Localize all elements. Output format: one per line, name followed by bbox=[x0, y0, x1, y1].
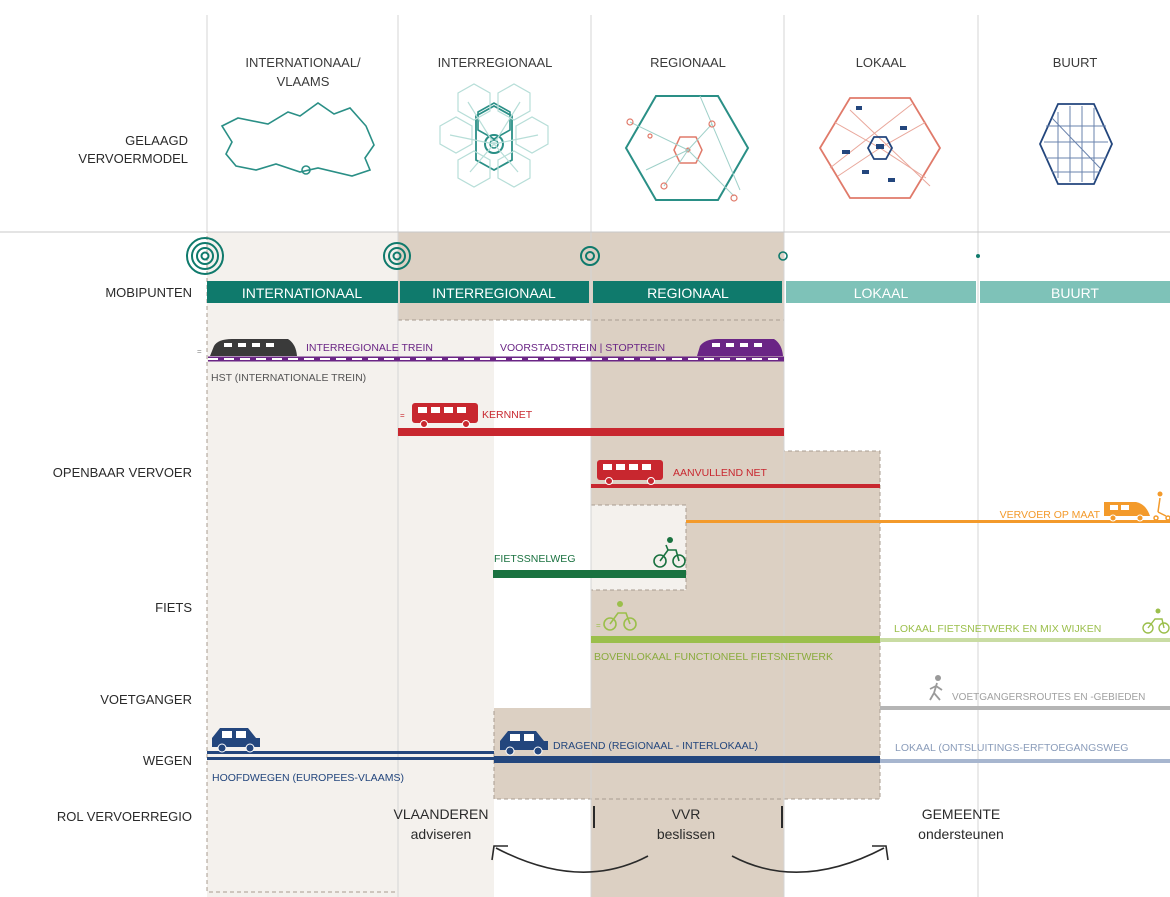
pedestrian-icon bbox=[929, 675, 943, 701]
label-local-bike: LOKAAL FIETSNETWERK EN MIX WIJKEN bbox=[894, 623, 1101, 635]
core-net-bus-icon: = bbox=[400, 403, 478, 428]
zone-international-bg bbox=[207, 232, 398, 897]
row-label-model-1: GELAAGD bbox=[125, 133, 188, 148]
minibus-icon bbox=[1104, 502, 1150, 522]
bike-highway-bike-icon bbox=[653, 537, 686, 568]
role-row: VLAANDEREN adviseren VVR beslissen GEMEE… bbox=[394, 806, 1004, 873]
core-net-line: = KERNNET bbox=[398, 403, 784, 436]
road-lines: HOOFDWEGEN (EUROPEES-VLAAMS) DRAGEND (RE… bbox=[207, 728, 1170, 784]
carrying-road-car-icon bbox=[500, 731, 548, 756]
mobipoint-regional-icon bbox=[580, 246, 600, 266]
arrow-right-icon bbox=[731, 847, 885, 873]
train-lines: = INTERREGIONALE TREIN VOORSTADSTREIN | … bbox=[197, 339, 784, 384]
mobipoint-interregional-icon bbox=[383, 242, 411, 270]
grid-lines bbox=[0, 15, 1170, 897]
row-label-role: ROL VERVOERREGIO bbox=[57, 809, 192, 824]
header-neighbourhood: BUURT bbox=[1053, 55, 1098, 70]
mobipoint-neighbourhood-icon bbox=[976, 254, 980, 258]
mobipoint-international-icon bbox=[186, 237, 224, 275]
bike-highway-line: FIETSSNELWEG bbox=[493, 537, 686, 578]
zone-regional-bg bbox=[591, 320, 784, 897]
supralocal-bike-icon: = bbox=[596, 601, 637, 631]
svg-text:=: = bbox=[197, 347, 202, 356]
bar-label-interregional: INTERREGIONAAL bbox=[432, 285, 556, 301]
role-arrows bbox=[491, 845, 889, 873]
row-label-bike: FIETS bbox=[155, 600, 192, 615]
header-international: INTERNATIONAAL/ bbox=[245, 55, 361, 70]
label-additional-net: AANVULLEND NET bbox=[673, 467, 768, 479]
label-bike-highway: FIETSSNELWEG bbox=[494, 553, 575, 565]
local-hexagon-icon bbox=[818, 97, 942, 199]
column-headers: INTERNATIONAAL/ VLAAMS INTERREGIONAAL RE… bbox=[245, 55, 1097, 89]
pedestrian-line: VOETGANGERSROUTES EN -GEBIEDEN bbox=[880, 675, 1170, 710]
label-custom-transport: VERVOER OP MAAT bbox=[1000, 509, 1101, 521]
custom-transport-line: VERVOER OP MAAT bbox=[686, 491, 1170, 523]
suburban-train-icon bbox=[697, 339, 783, 356]
supralocal-bike-line: BOVENLOKAAL FUNCTIONEEL FIETSNETWERK LOK… bbox=[591, 601, 1170, 663]
header-local: LOKAAL bbox=[856, 55, 907, 70]
mobipoint-local-icon bbox=[778, 251, 788, 261]
label-carrying-roads: DRAGEND (REGIONAAL - INTERLOKAAL) bbox=[553, 740, 758, 752]
arrow-left-icon bbox=[495, 847, 649, 873]
role-municipality: GEMEENTE bbox=[922, 806, 1001, 822]
bar-label-regional: REGIONAAL bbox=[647, 285, 729, 301]
role-vvr: VVR bbox=[672, 806, 701, 822]
mobipunten-bar: INTERNATIONAAL INTERREGIONAAL REGIONAAL … bbox=[207, 281, 1170, 303]
role-flanders: VLAANDEREN bbox=[394, 806, 489, 822]
row-label-public-transport: OPENBAAR VERVOER bbox=[53, 465, 192, 480]
label-hst: HST (INTERNATIONALE TREIN) bbox=[211, 372, 366, 384]
label-supralocal-bike: BOVENLOKAAL FUNCTIONEEL FIETSNETWERK bbox=[594, 651, 833, 663]
additional-net-line: AANVULLEND NET bbox=[591, 460, 880, 488]
row-label-pedestrian: VOETGANGER bbox=[100, 692, 192, 707]
role-municipality-action: ondersteunen bbox=[918, 826, 1004, 842]
role-flanders-action: adviseren bbox=[411, 826, 472, 842]
role-vvr-action: beslissen bbox=[657, 826, 715, 842]
local-bike-icon bbox=[1142, 608, 1170, 634]
interregional-hexagon-icon bbox=[439, 83, 549, 188]
bar-label-international: INTERNATIONAAL bbox=[242, 285, 363, 301]
row-label-model-2: VERVOERMODEL bbox=[78, 151, 188, 166]
label-pedestrian-routes: VOETGANGERSROUTES EN -GEBIEDEN bbox=[952, 692, 1145, 703]
row-labels: GELAAGD VERVOERMODEL MOBIPUNTEN OPENBAAR… bbox=[53, 133, 193, 824]
bar-label-neighbourhood: BUURT bbox=[1051, 285, 1099, 301]
header-interregional: INTERREGIONAAL bbox=[438, 55, 553, 70]
label-core-net: KERNNET bbox=[482, 409, 533, 421]
label-local-roads: LOKAAL (ONTSLUITINGS-ERFTOEGANGSWEG bbox=[895, 742, 1128, 754]
header-international-2: VLAAMS bbox=[277, 74, 330, 89]
hst-train-icon: = bbox=[197, 339, 297, 356]
svg-text:=: = bbox=[400, 411, 405, 420]
regional-hexagon-icon bbox=[624, 95, 750, 202]
main-road-car-icon bbox=[212, 728, 260, 753]
scooter-icon bbox=[1153, 491, 1170, 521]
label-main-roads: HOOFDWEGEN (EUROPEES-VLAAMS) bbox=[212, 772, 404, 784]
zone-additional-net-bg bbox=[784, 451, 880, 799]
svg-text:=: = bbox=[596, 621, 601, 630]
additional-net-bus-icon bbox=[597, 460, 663, 485]
neighbourhood-hexagon-icon bbox=[1039, 103, 1113, 185]
label-interregional-train: INTERREGIONALE TREIN bbox=[306, 342, 433, 354]
row-label-roads: WEGEN bbox=[143, 753, 192, 768]
header-regional: REGIONAAL bbox=[650, 55, 726, 70]
label-suburban-train: VOORSTADSTREIN | STOPTREIN bbox=[500, 342, 665, 354]
row-label-mobipoints: MOBIPUNTEN bbox=[105, 285, 192, 300]
mobipoint-nodes bbox=[186, 237, 980, 275]
belgium-map-icon bbox=[220, 102, 375, 177]
bar-label-local: LOKAAL bbox=[854, 285, 909, 301]
